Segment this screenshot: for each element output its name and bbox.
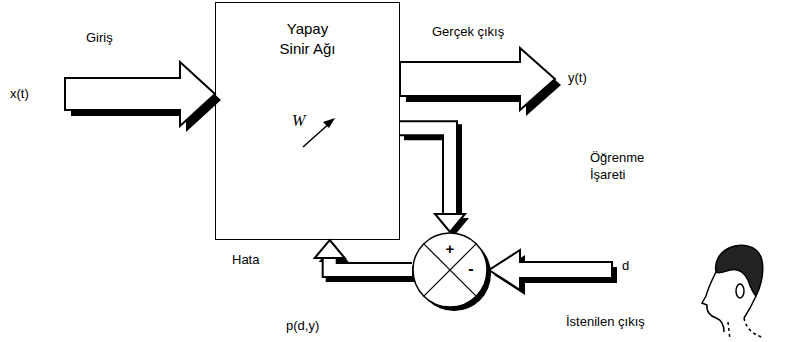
signal-name: p(d,y): [286, 318, 319, 335]
arrow-outline: [330, 258, 412, 270]
output-label: Gerçek çıkış: [432, 24, 504, 41]
junction-circle: [413, 233, 487, 307]
head-ear: [736, 284, 744, 298]
signal-arrow: [400, 128, 469, 236]
learning-signal-label: Öğrenme İşareti: [590, 150, 652, 184]
input-arrow: [65, 62, 221, 132]
arrow-body: [489, 250, 612, 290]
arrow-head: [315, 240, 345, 258]
output-arrow: [400, 48, 561, 116]
arrow-outline: [400, 128, 450, 214]
network-title: Yapay Sinir Ağı: [278, 19, 338, 58]
neural-network-box: Yapay Sinir AğıW: [215, 2, 400, 240]
arrow-fill: [400, 128, 450, 214]
head-face: [702, 272, 724, 332]
adjustable-weight-arrow: [303, 118, 335, 147]
signal-arrow: [315, 240, 416, 274]
error-label: Hata: [232, 252, 259, 269]
head-neck: [728, 322, 730, 340]
signal-name: d: [622, 258, 629, 275]
head-hair: [716, 245, 763, 296]
arrow-body: [65, 62, 215, 126]
signal-name: y(t): [568, 70, 587, 87]
signal-name: x(t): [10, 86, 29, 103]
head-back: [744, 296, 756, 318]
head-shoulder: [744, 318, 764, 338]
arrow-body: [400, 48, 555, 110]
minus-sign: -: [468, 259, 473, 280]
summing-junction: +-: [412, 232, 488, 308]
desired-output-label: İstenilen çıkış: [566, 314, 645, 331]
teacher-head: [702, 245, 764, 340]
weight-arrow-head: [323, 118, 335, 128]
arrow-shadow: [404, 132, 469, 236]
input-label: Giriş: [86, 30, 113, 47]
arrow-head: [435, 214, 465, 232]
desired-output-arrow: [489, 250, 617, 295]
arrow-fill: [330, 258, 412, 270]
weight-symbol: W: [292, 111, 305, 132]
plus-sign: +: [446, 239, 455, 259]
